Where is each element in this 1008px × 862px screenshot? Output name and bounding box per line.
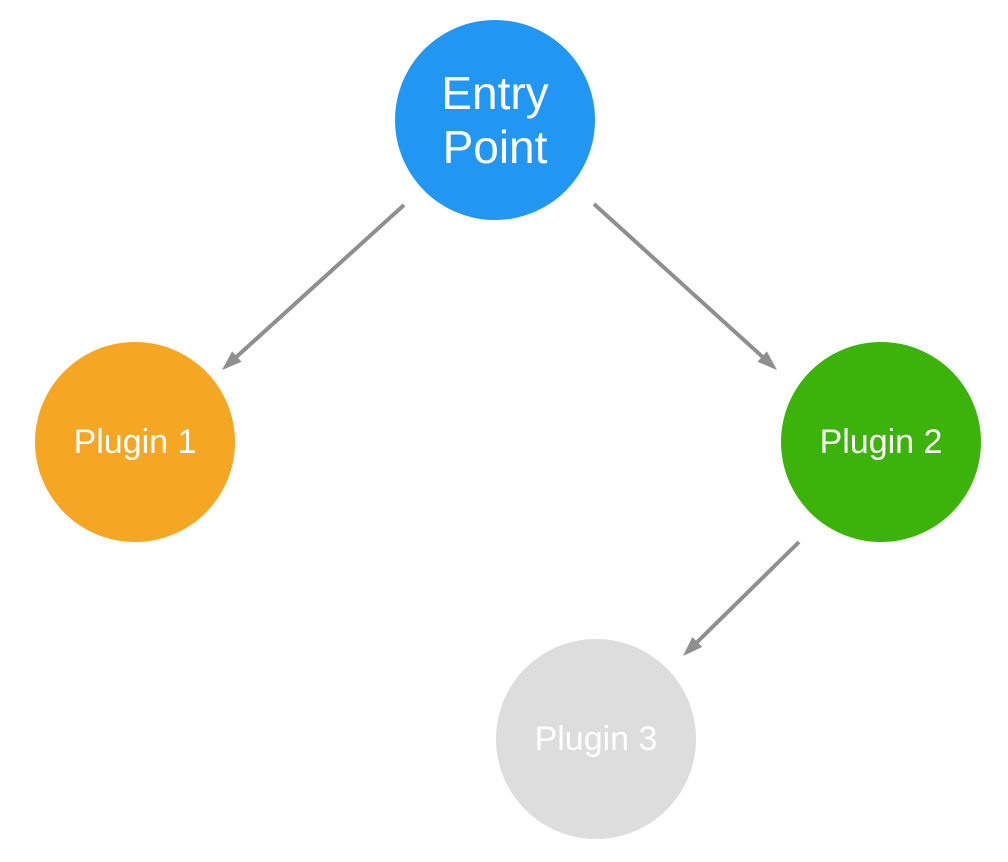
node-label: Entry	[441, 67, 548, 119]
arrow-plugin2-to-plugin3	[683, 540, 801, 656]
node-circle	[395, 20, 595, 220]
arrow-entry-to-plugin1	[222, 203, 406, 370]
node-circle	[496, 639, 696, 839]
node-plugin1: Plugin 1	[35, 342, 235, 542]
node-circle	[35, 342, 235, 542]
node-circle	[781, 342, 981, 542]
arrow-line	[694, 540, 801, 645]
arrowhead-icon	[683, 636, 703, 656]
node-label: Plugin 1	[74, 423, 197, 461]
edges-layer	[222, 202, 801, 656]
node-plugin3: Plugin 3	[496, 639, 696, 839]
node-label: Point	[443, 121, 548, 173]
arrowhead-icon	[757, 351, 777, 370]
node-label: Plugin 3	[535, 720, 658, 758]
arrowhead-icon	[222, 351, 242, 370]
node-plugin2: Plugin 2	[781, 342, 981, 542]
node-label: Plugin 2	[820, 423, 943, 461]
arrow-line	[592, 202, 766, 360]
arrow-entry-to-plugin2	[592, 202, 777, 370]
arrow-line	[233, 203, 406, 360]
